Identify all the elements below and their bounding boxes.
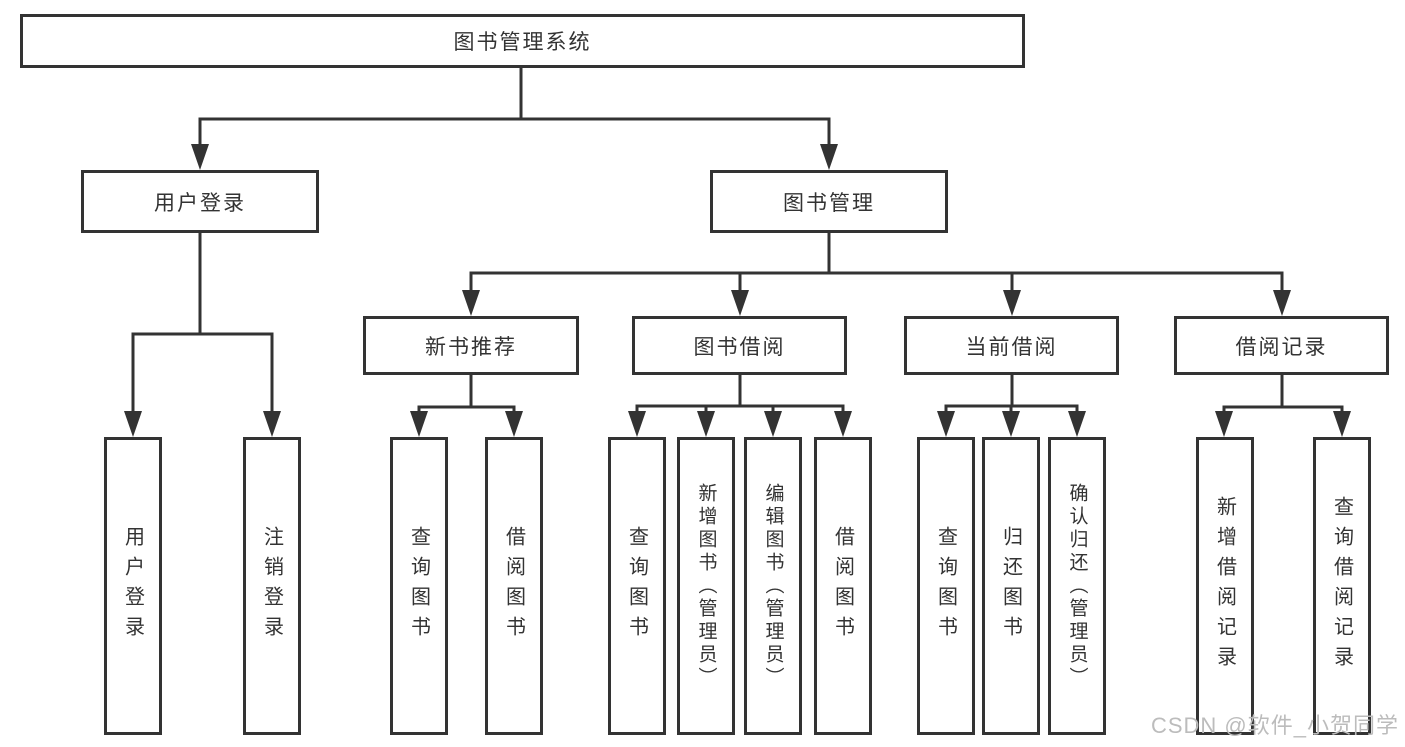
edge-line — [131, 233, 274, 415]
arrowhead — [1003, 290, 1021, 316]
arrowhead — [124, 411, 142, 437]
node-label: 用户登录 — [154, 191, 246, 215]
leaf-current-confirm-return-admin: 确认归还（管理员） — [1048, 437, 1106, 735]
node-label: 新增图书（管理员） — [695, 482, 717, 690]
node-label: 当前借阅 — [965, 335, 1058, 359]
leaf-borrow-add-books-admin: 新增图书（管理员） — [677, 437, 735, 735]
node-new-book-recommend: 新书推荐 — [363, 316, 579, 375]
node-label: 新书推荐 — [425, 335, 517, 359]
edge-borrow-records-to-children — [1215, 375, 1351, 437]
node-label: 借阅记录 — [1235, 335, 1328, 359]
arrowhead — [1068, 411, 1086, 437]
edge-book-borrow-to-children — [628, 375, 852, 437]
leaf-records-query-record: 查询借阅记录 — [1313, 437, 1371, 735]
node-label: 新增借阅记录 — [1213, 496, 1236, 676]
node-label: 查询图书 — [625, 526, 648, 646]
node-label: 注销登录 — [260, 526, 283, 646]
node-root-library-system: 图书管理系统 — [20, 14, 1025, 68]
leaf-borrow-query-books: 查询图书 — [608, 437, 666, 735]
leaf-borrow-borrow-books: 借阅图书 — [814, 437, 872, 735]
leaf-newbooks-borrow-books: 借阅图书 — [485, 437, 543, 735]
node-label: 图书管理 — [783, 191, 875, 215]
arrowhead — [731, 290, 749, 316]
edge-new-book-recommend-to-children — [410, 375, 523, 437]
node-label: 用户登录 — [121, 526, 144, 646]
arrowhead — [1333, 411, 1351, 437]
arrowhead — [1273, 290, 1291, 316]
node-label: 图书管理系统 — [453, 31, 592, 54]
arrowhead — [1002, 411, 1020, 437]
node-label: 借阅图书 — [831, 526, 854, 646]
arrowhead — [1215, 411, 1233, 437]
arrowhead — [628, 411, 646, 437]
leaf-newbooks-query-books: 查询图书 — [390, 437, 448, 735]
leaf-current-query-books: 查询图书 — [917, 437, 975, 735]
edge-line — [944, 375, 1079, 415]
edge-root-to-branches — [191, 68, 838, 170]
arrowhead — [462, 290, 480, 316]
node-label: 确认归还（管理员） — [1066, 482, 1088, 690]
edge-line — [198, 68, 831, 148]
arrowhead — [697, 411, 715, 437]
edge-line — [469, 233, 1284, 293]
arrowhead — [263, 411, 281, 437]
node-label: 编辑图书（管理员） — [762, 482, 784, 690]
arrowhead — [191, 144, 209, 170]
edge-line — [417, 375, 516, 415]
leaf-records-add-record: 新增借阅记录 — [1196, 437, 1254, 735]
node-book-management: 图书管理 — [710, 170, 948, 233]
csdn-watermark: CSDN @软件_小贺同学 — [1150, 713, 1399, 738]
node-label: 查询借阅记录 — [1330, 496, 1353, 676]
edge-user-login-to-children — [124, 233, 281, 437]
node-label: 查询图书 — [934, 526, 957, 646]
edge-line — [1222, 375, 1344, 415]
leaf-borrow-edit-books-admin: 编辑图书（管理员） — [744, 437, 802, 735]
leaf-logout-login: 注销登录 — [243, 437, 301, 735]
arrowhead — [834, 411, 852, 437]
edge-line — [635, 375, 845, 415]
node-user-login: 用户登录 — [81, 170, 319, 233]
node-label: 查询图书 — [407, 526, 430, 646]
arrowhead — [505, 411, 523, 437]
node-label: 归还图书 — [999, 526, 1022, 646]
arrowhead — [820, 144, 838, 170]
node-book-borrow: 图书借阅 — [632, 316, 847, 375]
node-label: 借阅图书 — [502, 526, 525, 646]
arrowhead — [764, 411, 782, 437]
node-borrow-records: 借阅记录 — [1174, 316, 1389, 375]
leaf-current-return-books: 归还图书 — [982, 437, 1040, 735]
node-current-borrow: 当前借阅 — [904, 316, 1119, 375]
node-label: 图书借阅 — [693, 335, 786, 359]
edge-book-management-to-children — [462, 233, 1291, 316]
leaf-user-login: 用户登录 — [104, 437, 162, 735]
arrowhead — [937, 411, 955, 437]
edge-current-borrow-to-children — [937, 375, 1086, 437]
arrowhead — [410, 411, 428, 437]
